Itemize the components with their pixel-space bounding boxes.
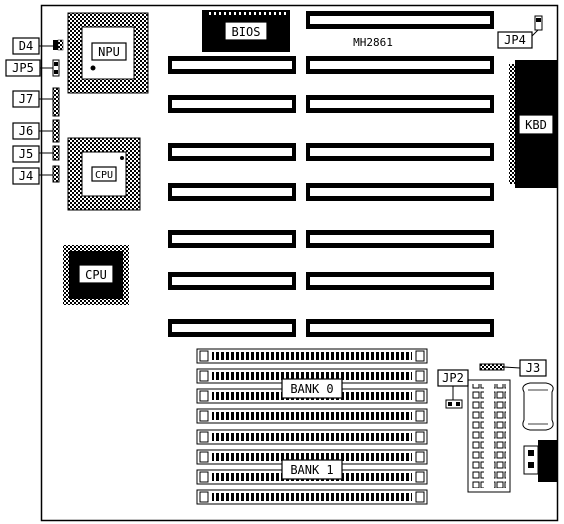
expansion-slot[interactable] [306,230,494,248]
kbd-label: KBD [525,118,547,132]
j4-connector[interactable]: J4 [12,165,60,185]
simm-slot[interactable] [196,348,428,364]
npu-socket: NPU [67,12,149,94]
j3-connector[interactable]: J3 [479,359,547,377]
jp5-label: JP5 [12,61,34,75]
expansion-slot[interactable] [168,272,296,290]
expansion-slot[interactable] [306,319,494,337]
expansion-slot[interactable] [306,272,494,290]
jp2-jumper[interactable]: JP2 [437,369,469,409]
expansion-slot[interactable] [168,56,296,74]
j7-label: J7 [19,92,33,106]
cpu-chip: CPU [63,245,129,305]
simm-slot[interactable] [196,449,428,465]
board-model-label: MH2861 [353,36,393,49]
expansion-slot[interactable] [168,319,296,337]
j6-label: J6 [19,124,33,138]
bios-label: BIOS [232,25,261,39]
expansion-slot[interactable] [168,143,296,161]
simm-slot[interactable] [196,489,428,505]
jp4-jumper[interactable]: JP4 [497,15,543,49]
j7-connector[interactable]: J7 [12,87,60,117]
memory-banks: BANK 0 BANK 1 [196,348,428,505]
expansion-slots [168,11,494,337]
expansion-slot[interactable] [306,143,494,161]
expansion-slot[interactable] [306,56,494,74]
expansion-slot[interactable] [168,230,296,248]
expansion-slot[interactable] [306,11,494,29]
j5-label: J5 [19,147,33,161]
npu-label: NPU [98,45,120,59]
expansion-slot[interactable] [168,183,296,201]
keyboard-connector [523,440,557,482]
cpu-socket: CPU [67,137,141,211]
bank1-label: BANK 1 [290,463,333,477]
simm-slot[interactable] [196,408,428,424]
j5-connector[interactable]: J5 [12,145,60,163]
bank0-label: BANK 0 [290,382,333,396]
j6-connector[interactable]: J6 [12,119,60,143]
expansion-slot[interactable] [168,95,296,113]
expansion-slot[interactable] [306,95,494,113]
expansion-slot[interactable] [306,183,494,201]
cpu-chip-label: CPU [85,268,107,282]
bios-chip: BIOS [202,10,290,52]
j4-label: J4 [19,169,33,183]
j3-label: J3 [526,361,540,375]
power-connector [467,379,511,493]
kbd-chip: KBD [509,60,557,188]
d4-label: D4 [19,39,33,53]
cpu-socket-label: CPU [95,170,113,181]
jp5-jumper[interactable]: JP5 [5,59,60,77]
jp4-label: JP4 [504,33,526,47]
battery [522,382,554,431]
d4-jumper[interactable]: D4 [12,37,64,55]
jp2-label: JP2 [442,371,464,385]
simm-slot[interactable] [196,429,428,445]
